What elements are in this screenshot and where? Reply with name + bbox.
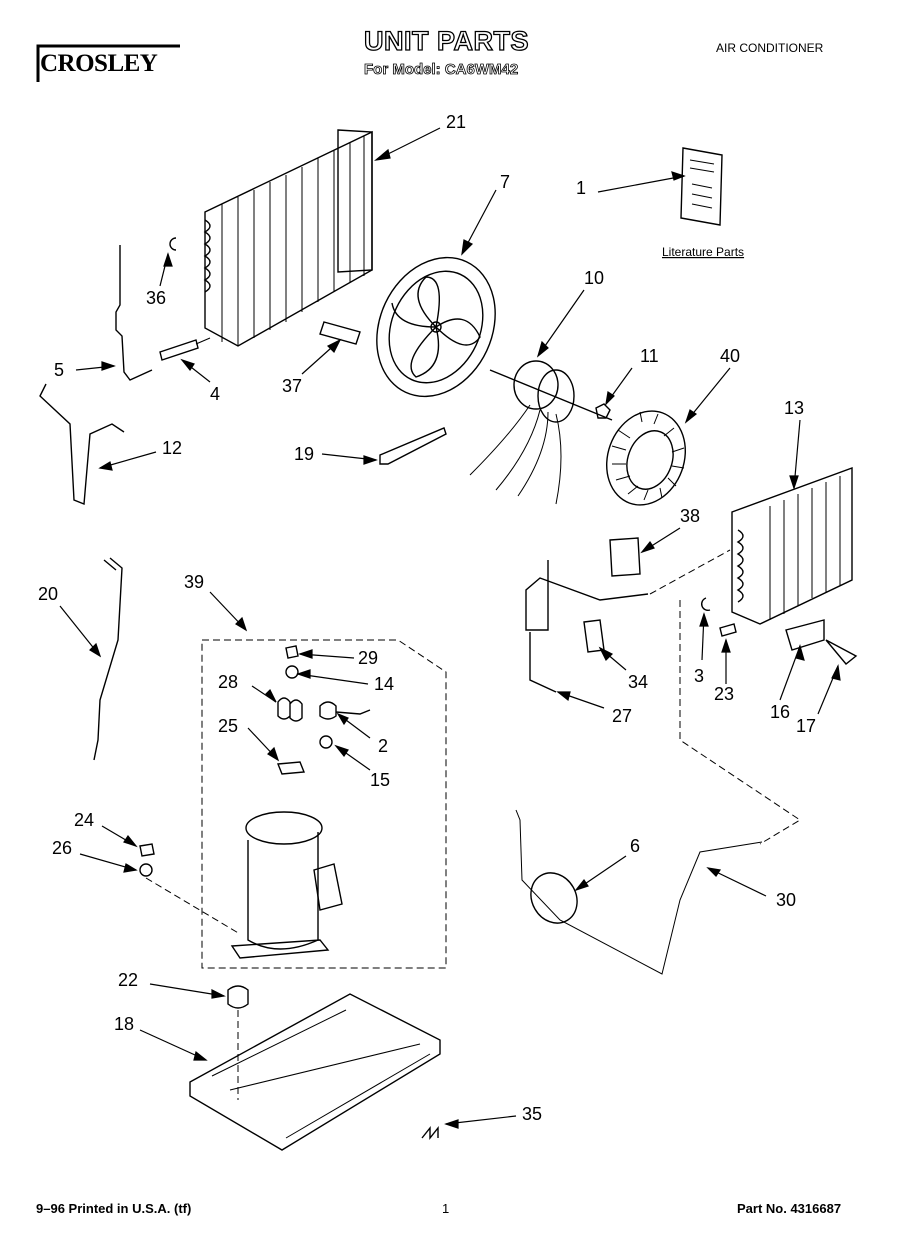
callout-25: 25 (218, 716, 238, 736)
callout-40: 40 (720, 346, 740, 366)
callout-35: 35 (522, 1104, 542, 1124)
part-12-tube (39, 383, 125, 506)
part-28-relay (277, 697, 303, 722)
page-number: 1 (442, 1201, 450, 1216)
product-category: AIR CONDITIONER (716, 41, 824, 55)
callout-2: 2 (378, 736, 388, 756)
part-34-part (583, 619, 605, 653)
callout-38: 38 (680, 506, 700, 526)
part-25-gasket (277, 761, 305, 775)
callout-7: 7 (500, 172, 510, 192)
brand-logo-frame (36, 44, 180, 82)
callout-18: 18 (114, 1014, 134, 1034)
part-35-part (421, 1126, 439, 1140)
part-27-tube (525, 560, 649, 693)
part-13-evaporator-coil (731, 466, 853, 625)
brand-logo: CROSLEY (40, 50, 158, 77)
refrigerant-line (515, 809, 763, 975)
callout-24: 24 (74, 810, 94, 830)
part-38-pad (609, 537, 641, 577)
mount-dash-line (145, 877, 241, 935)
callout-1: 1 (576, 178, 586, 198)
part-3-clip (700, 597, 711, 612)
callout-27: 27 (612, 706, 632, 726)
part-15-grommet (319, 735, 333, 749)
part-16-part (785, 619, 825, 651)
callout-11: 11 (640, 346, 659, 366)
callout-30: 30 (776, 890, 796, 910)
callout-4: 4 (210, 384, 220, 404)
part-21-condenser-coil (203, 129, 373, 347)
routing-dash-line (679, 600, 801, 845)
callout-6: 6 (630, 836, 640, 856)
part-4-valve (159, 337, 211, 361)
page-title: UNIT PARTS (363, 25, 529, 56)
callout-3: 3 (694, 666, 704, 686)
part-19-strap (379, 427, 447, 465)
callout-15: 15 (370, 770, 390, 790)
part-7-fan-shroud (376, 256, 496, 398)
callout-34: 34 (628, 672, 648, 692)
part-37-pad (319, 321, 361, 345)
callout-12: 12 (162, 438, 182, 458)
part-26-washer (139, 863, 153, 877)
part-number: Part No. 4316687 (737, 1201, 842, 1216)
compressor-group-box (201, 639, 447, 969)
part-29-nut (285, 645, 299, 659)
part-17-part (825, 639, 858, 665)
wire-dash-line (649, 549, 731, 595)
callout-39: 39 (184, 572, 204, 592)
callout-19: 19 (294, 444, 314, 464)
part-2-overload (319, 701, 371, 720)
print-info: 9–96 Printed in U.S.A. (tf) (36, 1201, 192, 1216)
callout-17: 17 (796, 716, 816, 736)
callout-13: 13 (784, 398, 804, 418)
compressor (230, 811, 343, 959)
callout-22: 22 (118, 970, 138, 990)
callout-23: 23 (714, 684, 734, 704)
part-11-nut (595, 403, 611, 419)
leader-arrows (59, 127, 841, 1129)
callout-10: 10 (584, 268, 604, 288)
model-subtitle: For Model: CA6WM42 (364, 61, 519, 79)
part-20-wire-harness (93, 557, 123, 761)
part-23-part (719, 623, 737, 637)
literature-parts-label: Literature Parts (662, 245, 744, 259)
callout-29: 29 (358, 648, 378, 668)
callout-16: 16 (770, 702, 790, 722)
part-36-clip (169, 237, 177, 251)
part-22-grommet (227, 985, 249, 1009)
part-5-tube (115, 245, 153, 381)
callout-20: 20 (38, 584, 58, 604)
callout-14: 14 (374, 674, 394, 694)
part-6-coil (530, 872, 578, 924)
part-40-blower-wheel (605, 410, 687, 506)
callout-5: 5 (54, 360, 64, 380)
part-10-motor (469, 360, 613, 505)
part-1-literature-sheet (680, 147, 723, 226)
part-14-washer (285, 665, 299, 679)
part-24-nut (139, 843, 155, 857)
callout-37: 37 (282, 376, 302, 396)
callout-26: 26 (52, 838, 72, 858)
callout-36: 36 (146, 288, 166, 308)
callout-21: 21 (446, 112, 466, 132)
callout-28: 28 (218, 672, 238, 692)
callout-labels: 21 7 1 36 10 5 4 11 40 37 13 12 19 38 20… (38, 112, 816, 1124)
part-18-base-pan (189, 993, 441, 1151)
